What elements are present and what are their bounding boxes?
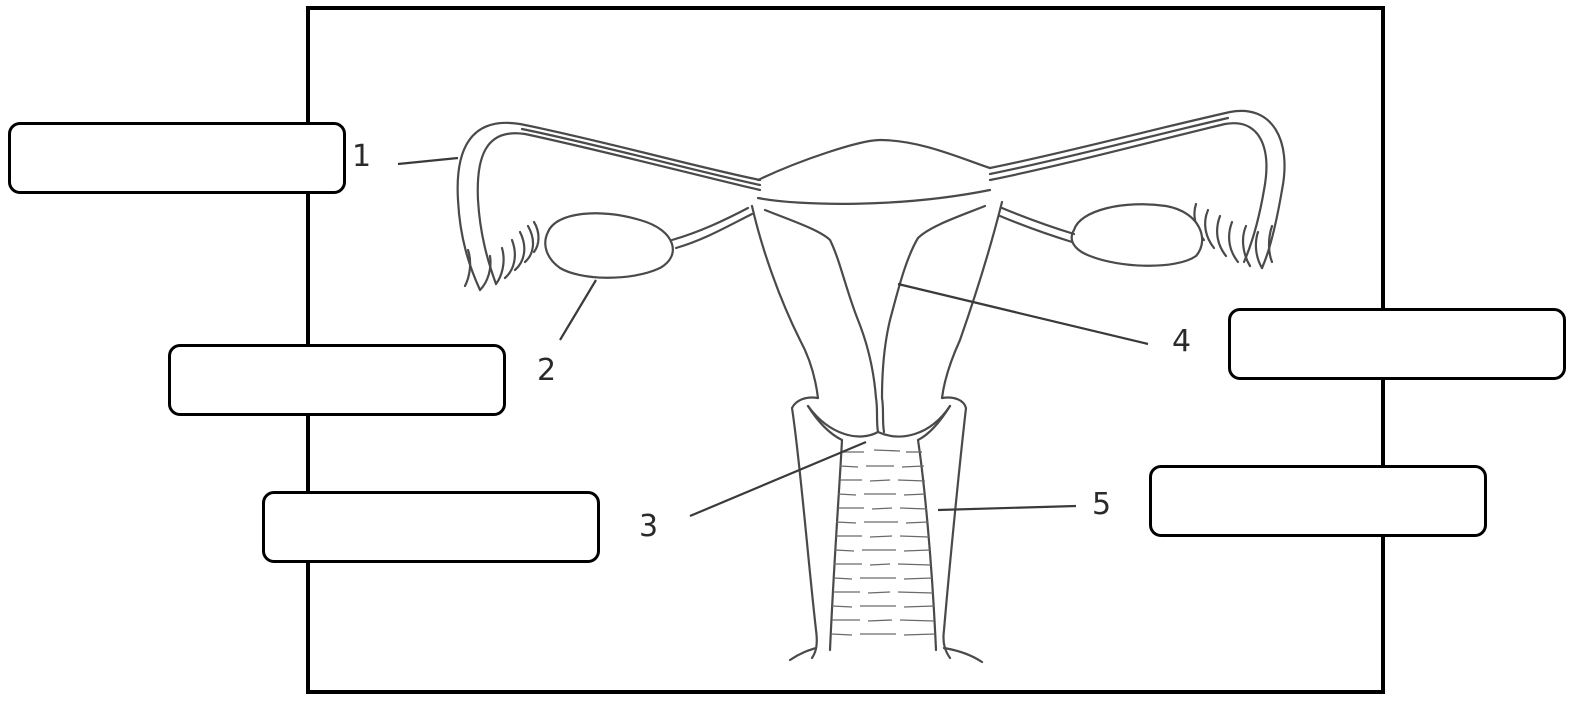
label-number-3: 3 <box>639 512 658 542</box>
label-number-2: 2 <box>537 356 556 386</box>
uterus-outer-left-wall <box>752 206 818 398</box>
uterus-fundus <box>758 140 990 180</box>
right-fallopian-tube-lumen <box>990 118 1228 174</box>
left-ovarian-ligament-2 <box>676 214 752 248</box>
uterus-fundus-inner <box>758 190 990 204</box>
answer-box-2[interactable] <box>168 344 506 416</box>
answer-box-4[interactable] <box>1228 308 1566 380</box>
vagina-outer-right <box>942 397 966 658</box>
vagina-outer-left <box>792 397 818 658</box>
leader-line-4 <box>898 284 1148 344</box>
leader-line-2 <box>560 280 596 340</box>
label-number-1: 1 <box>352 142 371 172</box>
cervical-canal-left <box>876 398 878 432</box>
uterine-cavity-left <box>765 210 876 398</box>
label-number-4: 4 <box>1172 327 1191 357</box>
left-ovary <box>545 213 673 278</box>
answer-box-1[interactable] <box>8 122 346 194</box>
vulva-base <box>790 648 982 662</box>
cervical-canal-right <box>882 398 884 432</box>
answer-box-5[interactable] <box>1149 465 1487 537</box>
label-number-5: 5 <box>1092 490 1111 520</box>
right-ovary <box>1072 204 1202 265</box>
leader-line-1 <box>398 158 458 164</box>
uterus-outer-right-wall <box>942 202 1002 398</box>
vaginal-rugae <box>831 450 935 635</box>
left-fallopian-tube-lumen <box>522 129 760 185</box>
answer-box-3[interactable] <box>262 491 600 563</box>
leader-line-5 <box>938 506 1076 510</box>
